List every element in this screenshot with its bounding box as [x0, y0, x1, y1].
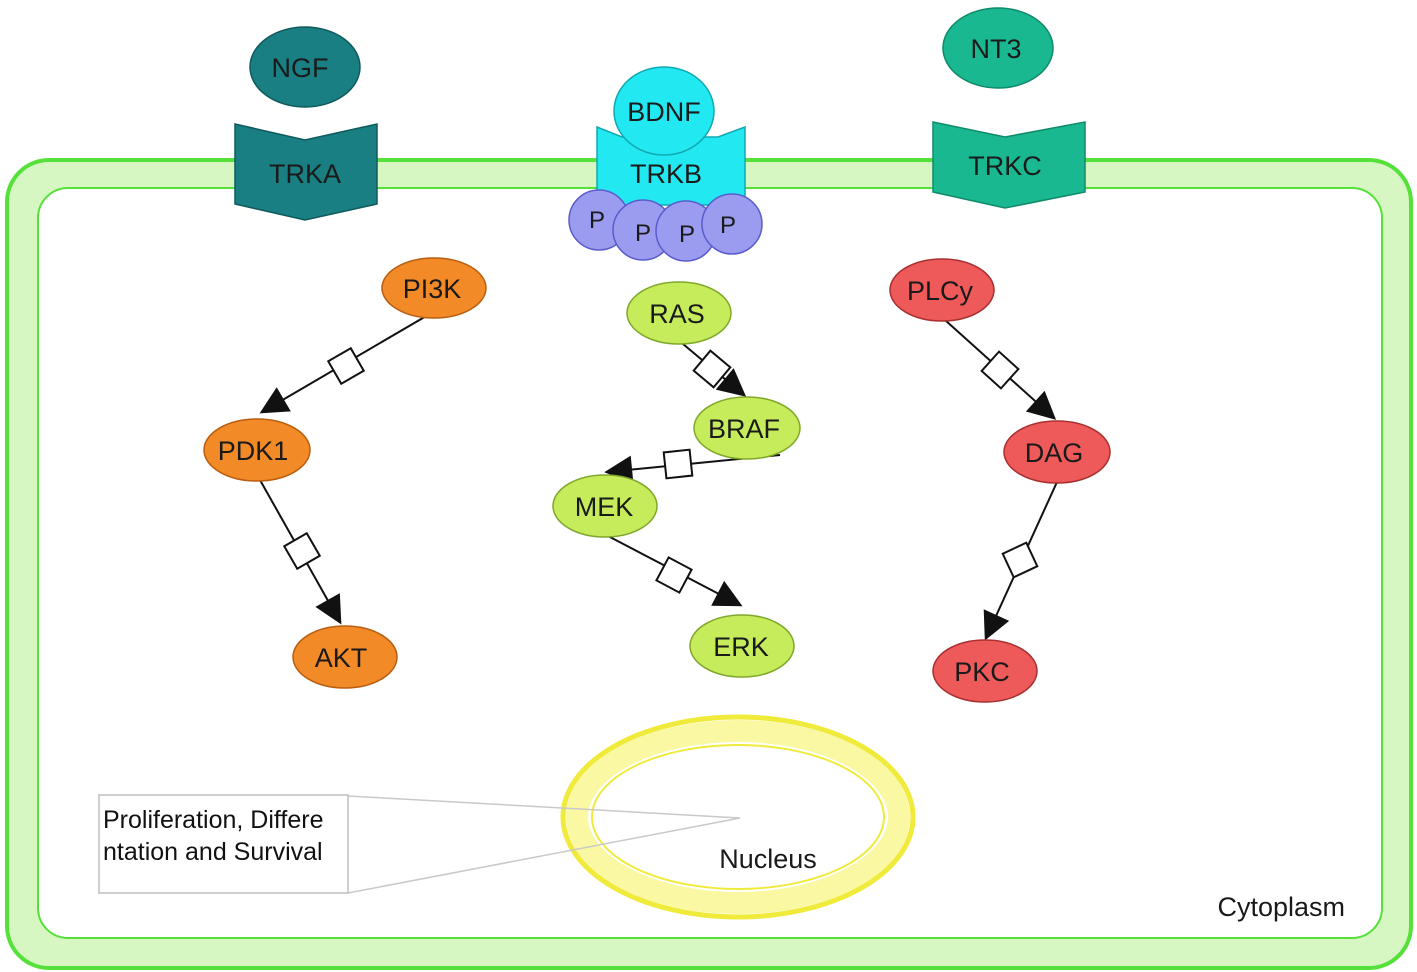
- arrow-pi3k-to-pdk1: [259, 314, 429, 414]
- akt-label: AKT: [315, 643, 368, 673]
- node-erk: ERK: [689, 614, 795, 678]
- trka-receptor: TRKA: [234, 123, 378, 221]
- outcome-callout: Proliferation, Differe ntation and Survi…: [98, 794, 741, 894]
- arrow-mek-to-erk: [607, 535, 743, 607]
- phosphate-groups: P P P P: [568, 189, 763, 262]
- node-mek: MEK: [552, 474, 658, 538]
- node-ras: RAS: [626, 281, 732, 345]
- phosphate-3: P: [655, 200, 717, 262]
- ngf-ligand: NGF: [249, 26, 361, 108]
- nt3-label: NT3: [970, 34, 1021, 64]
- arrow-dag-to-pkc: [983, 481, 1058, 641]
- erk-label: ERK: [713, 632, 769, 662]
- pdk1-label: PDK1: [218, 436, 289, 466]
- trka-label: TRKA: [269, 159, 341, 189]
- phosphate-label-3: P: [679, 221, 695, 248]
- arrow-ras-to-braf: [682, 343, 747, 397]
- nt3-ligand: NT3: [942, 7, 1054, 89]
- node-braf: BRAF: [693, 396, 801, 460]
- trkb-label: TRKB: [630, 159, 702, 189]
- plcy-label: PLCy: [907, 276, 974, 306]
- phosphate-2: P: [612, 199, 674, 261]
- node-plcy: PLCy: [889, 258, 995, 322]
- node-pi3k: PI3K: [381, 257, 487, 319]
- phosphate-4: P: [701, 193, 763, 255]
- arrow-plcy-to-dag: [944, 319, 1057, 420]
- node-akt: AKT: [292, 625, 398, 689]
- phosphate-label-2: P: [635, 220, 651, 247]
- pi3k-label: PI3K: [403, 274, 462, 304]
- nucleus: Nucleus: [560, 714, 916, 920]
- pkc-label: PKC: [954, 657, 1010, 687]
- bdnf-label: BDNF: [627, 97, 701, 127]
- callout-text-line2: ntation and Survival: [103, 838, 323, 866]
- node-dag: DAG: [1003, 420, 1111, 484]
- bdnf-ligand: BDNF: [613, 66, 715, 156]
- trkc-receptor: TRKC: [932, 121, 1086, 209]
- arrow-pdk1-to-akt: [259, 479, 342, 625]
- phosphate-label-4: P: [720, 212, 736, 239]
- ngf-label: NGF: [272, 53, 329, 83]
- cytoplasm-label: Cytoplasm: [1217, 892, 1345, 922]
- dag-label: DAG: [1025, 438, 1084, 468]
- nucleus-label: Nucleus: [719, 844, 817, 874]
- node-pdk1: PDK1: [203, 418, 311, 482]
- braf-label: BRAF: [708, 414, 780, 444]
- mek-label: MEK: [575, 492, 634, 522]
- callout-text-line1: Proliferation, Differe: [103, 806, 323, 834]
- phosphate-label-1: P: [589, 207, 605, 234]
- trkc-label: TRKC: [968, 151, 1042, 181]
- ras-label: RAS: [649, 299, 705, 329]
- node-pkc: PKC: [932, 639, 1038, 703]
